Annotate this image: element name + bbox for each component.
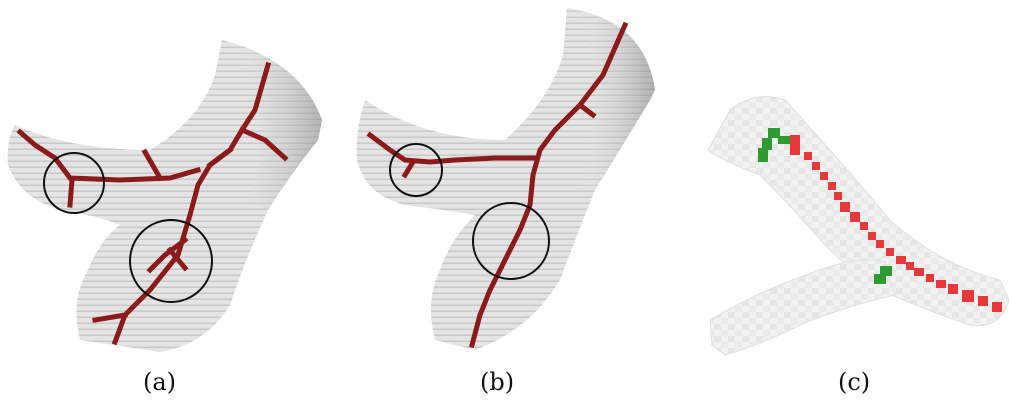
caption-a: (a) xyxy=(143,368,176,396)
panel-a xyxy=(0,0,335,360)
panel-c xyxy=(700,0,1009,360)
caption-c: (c) xyxy=(838,368,870,396)
panel-a-render xyxy=(0,0,335,360)
caption-b: (b) xyxy=(480,368,514,396)
panel-c-render xyxy=(700,0,1009,360)
panel-b xyxy=(345,0,675,360)
panel-b-render xyxy=(345,0,675,360)
vessel-volume-branch xyxy=(710,260,895,355)
